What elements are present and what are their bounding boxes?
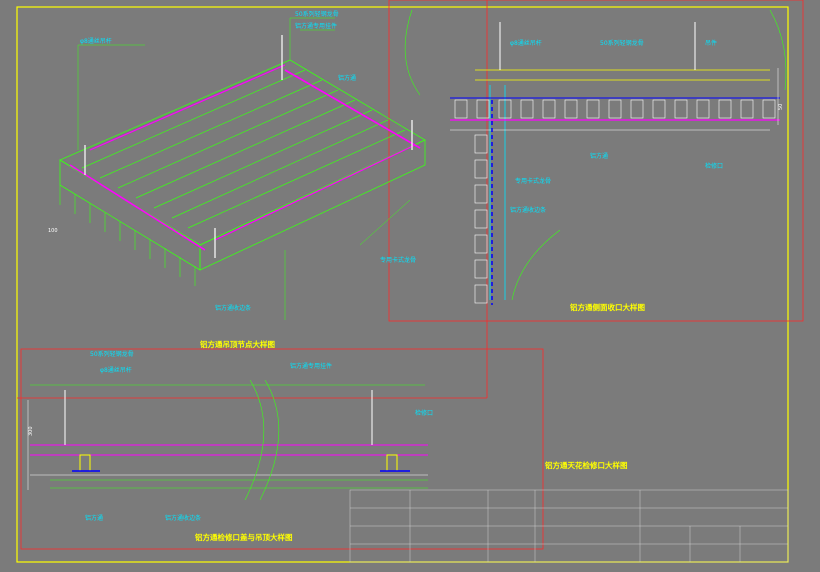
label-edge-strip-3: 铝方通收边条 [165,514,201,522]
title-side-detail: 铝方通侧面收口大样图 [570,302,645,312]
label-hanger-rod-2: φ8通丝吊杆 [510,39,542,47]
dim-spacing-iso: 100 [48,228,58,234]
label-keel-3: 50系列轻钢龙骨 [90,350,134,358]
label-access-2: 检修口 [705,162,723,170]
label-slat-3: 铝方通 [85,514,103,522]
title-iso-detail: 铝方通吊顶节点大样图 [200,339,275,349]
sheet-border [16,6,789,563]
label-clip-keel-2: 专用卡式龙骨 [515,177,551,185]
side-section-detail: 50 φ8通丝吊杆 50系列轻钢龙骨 吊件 铝方通 专用卡式龙骨 铝方通收边条 … [404,9,787,312]
label-slat-2: 铝方通 [590,152,608,160]
access-hatch-detail: 300 50系列轻钢龙骨 φ8通丝吊杆 铝方通专用挂件 检修口 铝方通 铝方通收… [27,350,628,542]
label-hanger-clip-2: 吊件 [705,39,717,47]
title-block [349,489,789,563]
label-hanger-clip-3: 铝方通专用挂件 [290,362,332,370]
dim-height: 50 [778,104,784,110]
label-hanger-rod: φ8通丝吊杆 [80,37,112,45]
detail-frame-right [388,0,804,322]
label-edge-strip: 铝方通收边条 [215,304,251,312]
label-slat: 铝方通 [338,74,356,82]
label-hanger-clip: 铝方通专用挂件 [295,22,337,30]
label-access-3: 检修口 [415,409,433,417]
dim-side: 300 [28,426,34,436]
label-keel-2: 50系列轻钢龙骨 [600,39,644,47]
isometric-detail: φ8通丝吊杆 50系列轻钢龙骨 铝方通专用挂件 铝方通 专用卡式龙骨 铝方通收边… [48,10,426,349]
label-edge-strip-2: 铝方通收边条 [510,206,546,214]
label-clip-keel: 专用卡式龙骨 [380,256,416,264]
title-hatch-detail: 铝方通检修口盖与吊顶大样图 [195,532,293,542]
label-keel: 50系列轻钢龙骨 [295,10,339,18]
detail-frame-bottom [20,348,544,550]
label-hanger-rod-3: φ8通丝吊杆 [100,366,132,374]
title-access-detail: 铝方通天花检修口大样图 [545,460,628,470]
